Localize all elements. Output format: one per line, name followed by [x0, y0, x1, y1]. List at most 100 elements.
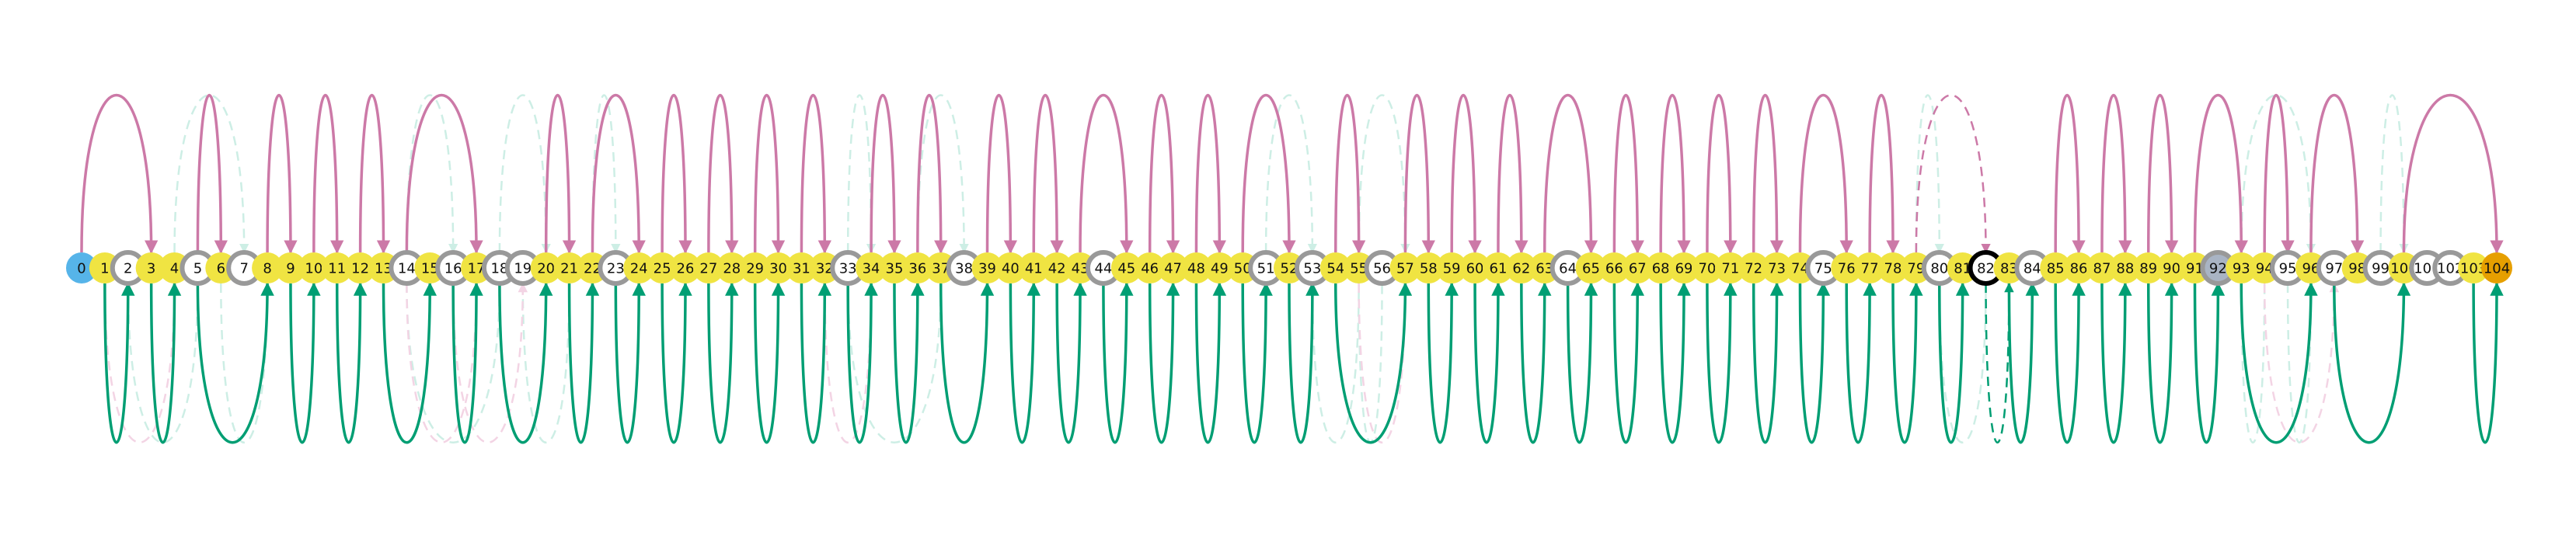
node-88: 88 [2109, 252, 2141, 283]
node-78: 78 [1877, 252, 1908, 283]
node-20: 20 [530, 252, 562, 283]
node-label: 67 [1629, 261, 1647, 277]
node-label: 27 [699, 261, 717, 277]
node-label: 75 [1814, 261, 1832, 277]
node-label: 83 [2000, 261, 2018, 277]
node-label: 61 [1490, 261, 1508, 277]
node-circle [1714, 252, 1746, 283]
node-label: 87 [2093, 261, 2111, 277]
node-label: 97 [2325, 261, 2343, 277]
node-circle [298, 252, 329, 283]
node-label: 23 [607, 261, 625, 277]
node-3: 3 [135, 252, 167, 283]
top-arc [1032, 93, 1064, 254]
node-label: 93 [2233, 261, 2250, 277]
node-circle [1622, 252, 1654, 283]
top-arc [985, 93, 1018, 254]
bottom-arc [1148, 282, 1180, 444]
node-5: 5 [180, 250, 216, 286]
node-label: 41 [1025, 261, 1043, 277]
node-label: 29 [746, 261, 764, 277]
bottom-arc [1241, 282, 1273, 444]
top-arc [800, 93, 832, 254]
node-69: 69 [1668, 252, 1700, 283]
bottom-arc [893, 282, 925, 444]
node-67: 67 [1622, 252, 1654, 283]
top-arc [1612, 93, 1645, 254]
bottom-arc [800, 282, 832, 444]
node-57: 57 [1389, 252, 1421, 283]
node-68: 68 [1645, 252, 1677, 283]
node-89: 89 [2132, 252, 2164, 283]
node-label: 62 [1512, 261, 1530, 277]
node-label: 7 [239, 261, 248, 277]
node-label: 17 [468, 261, 486, 277]
bottom-arc [1891, 282, 1923, 444]
node-label: 56 [1373, 261, 1391, 277]
top-arc [1706, 93, 1738, 254]
bottom-arc [1798, 282, 1831, 444]
node-label: 64 [1559, 261, 1577, 277]
node-label: 81 [1954, 261, 1971, 277]
node-circle [995, 252, 1027, 283]
top-arc [2054, 93, 2086, 254]
node-label: 4 [170, 261, 179, 277]
top-arc [266, 93, 298, 254]
bottom-arc [1845, 282, 1877, 444]
bottom-arc [1194, 282, 1227, 444]
node-circle [739, 252, 771, 283]
node-label: 51 [1257, 261, 1275, 277]
node-label: 55 [1350, 261, 1368, 277]
node-circle [1413, 252, 1445, 283]
node-label: 63 [1535, 261, 1553, 277]
top-arc [358, 93, 391, 254]
faded-top-arc [2240, 94, 2316, 254]
node-label: 10 [305, 261, 322, 277]
node-label: 38 [955, 261, 973, 277]
node-label: 103 [2460, 261, 2487, 277]
node-label: 3 [147, 261, 155, 277]
node-label: 43 [1072, 261, 1089, 277]
node-45: 45 [1110, 252, 1142, 283]
top-arc [1148, 93, 1180, 254]
top-arc [1403, 93, 1436, 254]
bottom-arc [1102, 282, 1134, 444]
faded-bottom-arc [451, 282, 528, 443]
node-label: 6 [217, 261, 225, 277]
node-label: 1 [100, 261, 109, 277]
node-103: 103 [2458, 252, 2490, 283]
node-circle [623, 252, 655, 283]
node-circle [1157, 252, 1189, 283]
node-39: 39 [971, 252, 1003, 283]
top-arc [1194, 93, 1227, 254]
node-circle [252, 252, 284, 283]
node-circle [1204, 252, 1236, 283]
top-arc [1798, 94, 1853, 254]
top-arc [707, 93, 739, 254]
node-circle [530, 252, 562, 283]
node-25: 25 [647, 252, 678, 283]
node-circle [1598, 252, 1630, 283]
node-label: 48 [1187, 261, 1205, 277]
bottom-arc [498, 282, 553, 444]
bottom-arc [1520, 282, 1552, 444]
bottom-arc [451, 282, 483, 444]
node-circle [1831, 252, 1863, 283]
node-70: 70 [1691, 252, 1723, 283]
node-8: 8 [252, 252, 284, 283]
top-arc [312, 93, 344, 254]
node-circle [1134, 252, 1166, 283]
faded-bottom-arc [2263, 282, 2340, 443]
top-arc [405, 93, 483, 254]
node-circle [1691, 252, 1723, 283]
bottom-arc [2333, 282, 2411, 444]
node-circle [670, 252, 701, 283]
node-label: 77 [1861, 261, 1879, 277]
faded-top-arc [1358, 94, 1410, 254]
node-circle [2226, 252, 2257, 283]
faded-top-arc [406, 94, 458, 254]
node-label: 28 [723, 261, 741, 277]
node-circle [901, 252, 933, 283]
node-42: 42 [1041, 252, 1073, 283]
node-92: 92 [2200, 250, 2236, 286]
